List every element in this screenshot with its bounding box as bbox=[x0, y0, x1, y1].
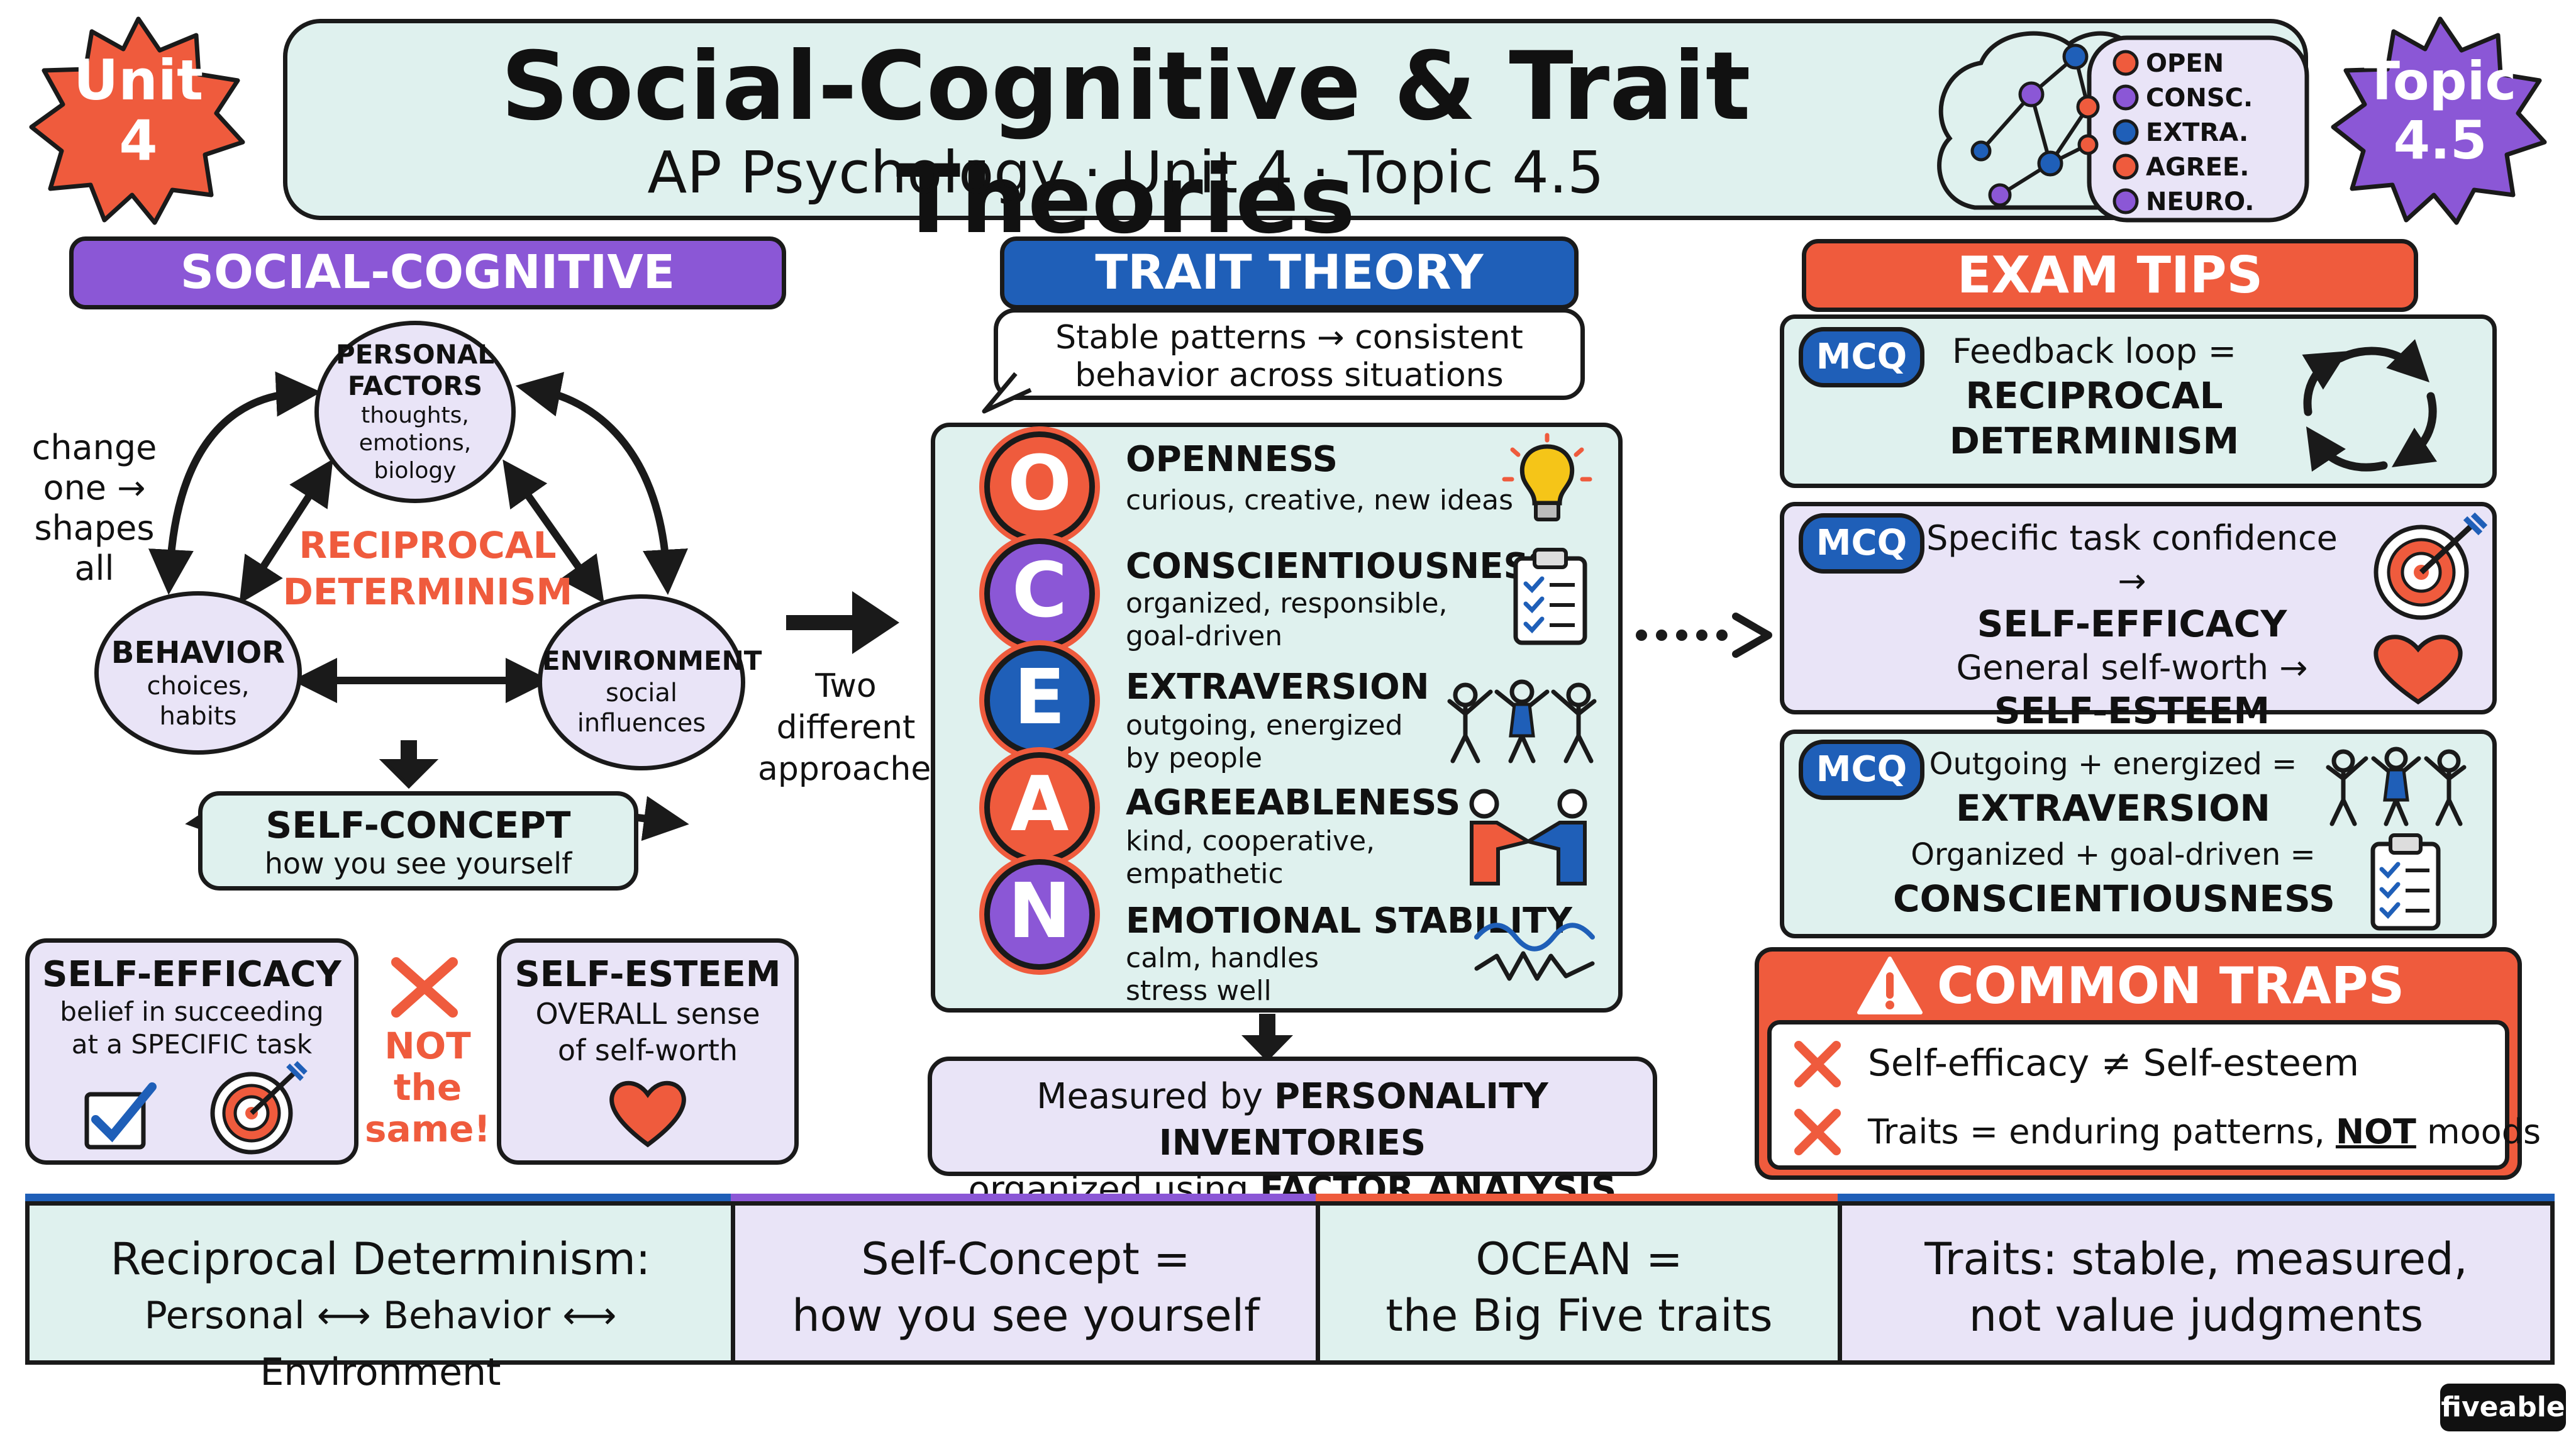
people-group-icon-2 bbox=[2326, 747, 2467, 826]
footer-summary-1: Reciprocal Determinism: Personal ⟷ Behav… bbox=[25, 1201, 736, 1394]
trap-2-text: Traits = enduring patterns, NOT moods bbox=[1868, 1112, 2541, 1152]
mcq-badge-1: MCQ bbox=[1799, 327, 1924, 387]
clipboard-checklist-icon bbox=[1513, 548, 1587, 645]
brain-network-icon bbox=[1937, 31, 2309, 223]
target-icon bbox=[210, 1061, 308, 1155]
trap-x-icon-2 bbox=[1794, 1109, 1841, 1155]
warning-icon bbox=[1857, 957, 1923, 1014]
footer-summary-4: Traits: stable, measured, not value judg… bbox=[1838, 1201, 2555, 1365]
trap-x-icon-1 bbox=[1794, 1041, 1841, 1087]
topic-badge-label: Topic 4.5 bbox=[2363, 50, 2517, 171]
mcq-badge-2: MCQ bbox=[1799, 513, 1924, 574]
trait-name-openness: OPENNESS bbox=[1126, 439, 1338, 480]
trait-desc-extraversion: outgoing, energized by people bbox=[1126, 709, 1403, 774]
clipboard-checklist-icon-2 bbox=[2370, 833, 2441, 931]
dotted-arrow-icon bbox=[1636, 613, 1772, 658]
trait-letter-a: A bbox=[984, 752, 1095, 863]
fiveable-logo: fiveable bbox=[2440, 1384, 2566, 1431]
down-arrow-icon bbox=[1241, 1014, 1293, 1062]
heart-icon bbox=[609, 1080, 686, 1148]
two-approaches-label: Two different approaches bbox=[758, 667, 948, 788]
cycle-arrows-icon bbox=[2302, 339, 2438, 472]
trait-name-conscientiousness: CONSCIENTIOUSNESS bbox=[1126, 546, 1553, 587]
trait-letter-n: N bbox=[984, 859, 1095, 970]
lightbulb-icon bbox=[1502, 433, 1592, 521]
exam-tip-2-text: Specific task confidence → SELF-EFFICACY… bbox=[1926, 518, 2338, 732]
big-five-legend: OPEN CONSC. EXTRA. AGREE. NEURO. bbox=[2146, 49, 2255, 216]
trait-desc-agreeableness: kind, cooperative, empathetic bbox=[1126, 825, 1375, 890]
trap-1-text: Self-efficacy ≠ Self-esteem bbox=[1868, 1041, 2359, 1084]
unit-badge-label: Unit 4 bbox=[73, 48, 204, 173]
self-concept-box: SELF-CONCEPT how you see yourself bbox=[198, 791, 638, 891]
calm-wave-icon bbox=[1474, 923, 1595, 981]
trait-desc-openness: curious, creative, new ideas bbox=[1126, 484, 1514, 516]
common-traps-header: COMMON TRAPS bbox=[1937, 957, 2405, 1015]
change-note: change one → shapes all bbox=[31, 428, 157, 588]
page-title: Social-Cognitive & Trait Theories bbox=[501, 32, 1751, 255]
trait-letter-c: C bbox=[984, 538, 1095, 649]
trait-name-agreeableness: AGREEABLENESS bbox=[1126, 782, 1461, 823]
measured-box: Measured by PERSONALITY INVENTORIES orga… bbox=[928, 1057, 1657, 1210]
personal-factors-node: PERSONAL FACTORS thoughts, emotions, bio… bbox=[314, 321, 516, 503]
exam-tip-3-text: Outgoing + energized = EXTRAVERSION Orga… bbox=[1893, 747, 2335, 920]
social-cognitive-header: SOCIAL-COGNITIVE THEORY bbox=[69, 236, 786, 362]
trait-letter-o: O bbox=[984, 431, 1095, 542]
trait-desc-conscientiousness: organized, responsible, goal-driven bbox=[1126, 587, 1448, 652]
trait-theory-header: TRAIT THEORY bbox=[1000, 236, 1579, 309]
trait-name-extraversion: EXTRAVERSION bbox=[1126, 667, 1430, 708]
heart-icon-2 bbox=[2373, 635, 2463, 705]
trait-letter-e: E bbox=[984, 645, 1095, 756]
unit-badge-burst bbox=[29, 16, 245, 225]
reciprocal-determinism-label: RECIPROCAL DETERMINISM bbox=[282, 524, 573, 613]
exam-tips-header: EXAM TIPS bbox=[1802, 239, 2418, 312]
people-group-icon bbox=[1447, 679, 1597, 763]
topic-badge-burst bbox=[2331, 16, 2547, 225]
checkbox-icon bbox=[84, 1082, 157, 1150]
self-efficacy-box: SELF-EFFICACY belief in succeeding at a … bbox=[25, 938, 358, 1165]
bridge-arrow-icon bbox=[786, 591, 899, 654]
behavior-node: BEHAVIOR choices, habits bbox=[94, 591, 302, 755]
exam-tip-1-text: Feedback loop = RECIPROCAL DETERMINISM bbox=[1949, 331, 2240, 462]
handshake-icon bbox=[1469, 789, 1587, 886]
mcq-badge-3: MCQ bbox=[1799, 740, 1924, 800]
target-icon-2 bbox=[2373, 512, 2488, 620]
not-same-label: NOT the same! bbox=[365, 1024, 491, 1150]
trait-name-emotional-stability: EMOTIONAL STABILITY bbox=[1126, 901, 1572, 941]
environment-node: ENVIRONMENT social influences bbox=[538, 594, 762, 770]
footer-summary-2: Self-Concept = how you see yourself bbox=[731, 1201, 1321, 1365]
page-subtitle: AP Psychology · Unit 4 · Topic 4.5 bbox=[647, 139, 1604, 206]
not-same-x-icon bbox=[391, 957, 458, 1018]
bubble-tail bbox=[982, 372, 1032, 414]
trait-desc-emotional-stability: calm, handles stress well bbox=[1126, 942, 1319, 1007]
trait-definition-bubble: Stable patterns → consistent behavior ac… bbox=[994, 308, 1585, 400]
common-traps-list bbox=[1767, 1020, 2509, 1170]
footer-summary-3: OCEAN = the Big Five traits bbox=[1316, 1201, 1843, 1365]
